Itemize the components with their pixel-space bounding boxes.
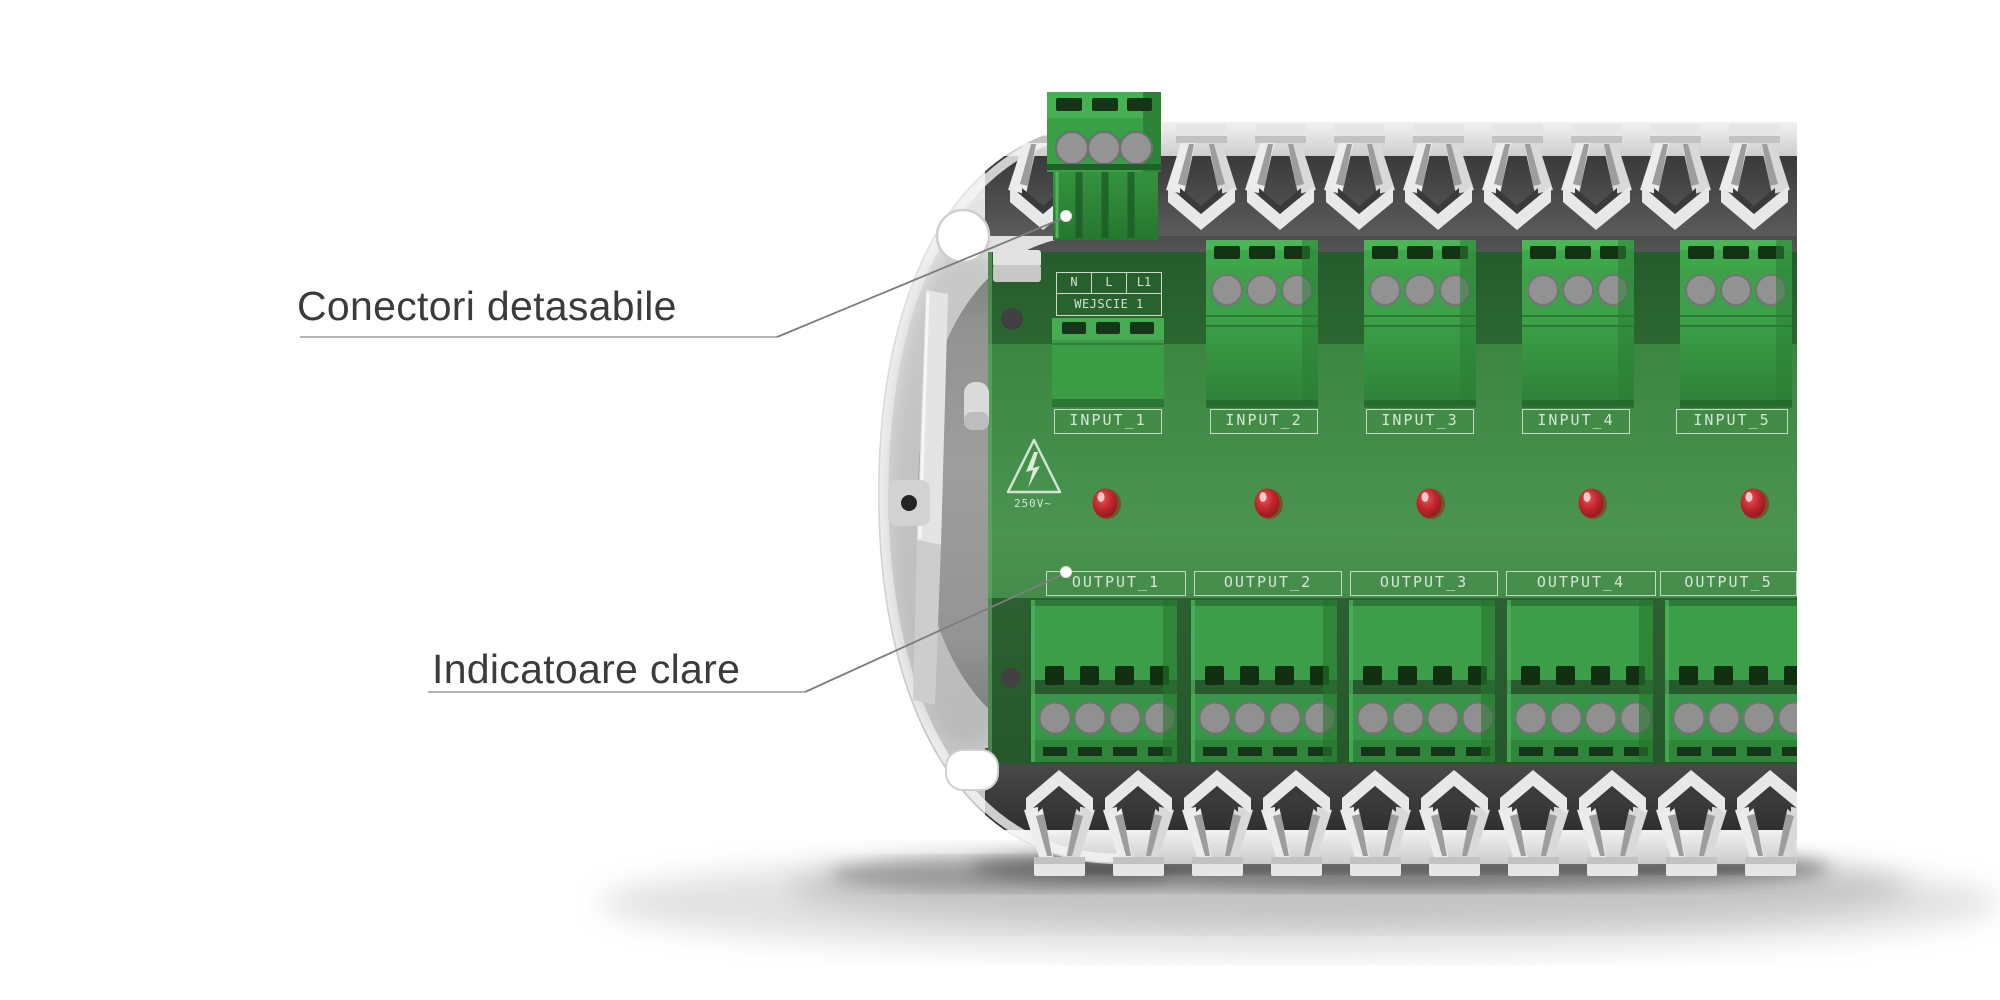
input-label-3: INPUT_3 xyxy=(1366,409,1474,434)
input-label-1: INPUT_1 xyxy=(1054,409,1162,434)
input-terminal-block-2 xyxy=(1206,240,1318,408)
output-terminal-block-5 xyxy=(1665,600,1797,762)
mounting-hole-bottom xyxy=(945,749,999,791)
inner-face xyxy=(918,236,1797,750)
output-label-3: OUTPUT_3 xyxy=(1350,571,1498,596)
output-terminal-blocks xyxy=(1031,600,1797,762)
din-rail-lever xyxy=(888,290,948,705)
status-led-5 xyxy=(1740,488,1769,519)
callout-detachable-connectors: Conectori detasabile xyxy=(297,283,677,329)
detached-connector xyxy=(1047,92,1161,240)
power-terminal-header-row: N L L1 xyxy=(1057,273,1161,294)
pcb-board xyxy=(988,252,1797,764)
top-rim xyxy=(985,122,1797,158)
power-terminal-cell-l1: L1 xyxy=(1136,275,1152,289)
status-leds xyxy=(1092,488,1769,519)
input-label-5: INPUT_5 xyxy=(1676,409,1788,434)
pcb-clip-mid xyxy=(964,382,989,430)
power-terminal-cell-l: L xyxy=(1092,273,1127,293)
pcb-hole-top xyxy=(1001,308,1023,330)
output-terminal-block-3 xyxy=(1349,600,1495,762)
output-label-1: OUTPUT_1 xyxy=(1046,571,1186,596)
input-terminal-block-3 xyxy=(1364,240,1476,408)
status-led-3 xyxy=(1416,488,1445,519)
bottom-rim xyxy=(985,830,1797,864)
power-terminal-cell-n: N xyxy=(1057,273,1092,293)
input-terminal-block-5 xyxy=(1680,240,1792,408)
output-label-4: OUTPUT_4 xyxy=(1506,571,1656,596)
bottom-recess xyxy=(985,748,1797,834)
mounting-hole-top xyxy=(935,208,991,264)
output-terminal-block-4 xyxy=(1507,600,1653,762)
voltage-rating-label: 250V~ xyxy=(1013,497,1053,510)
input-terminal-blocks xyxy=(1206,240,1792,408)
output-terminal-block-1 xyxy=(1031,600,1177,762)
bottom-vent-fins xyxy=(1024,770,1806,876)
input-label-2: INPUT_2 xyxy=(1210,409,1318,434)
floor-shadow xyxy=(600,846,2000,955)
power-terminal-title: WEJSCIE 1 xyxy=(1074,297,1144,311)
power-terminal-table: N L L1 WEJSCIE 1 xyxy=(1056,272,1162,316)
top-recess xyxy=(985,156,1797,236)
top-vent-fins xyxy=(1008,124,1869,230)
status-led-4 xyxy=(1578,488,1607,519)
output-terminal-block-2 xyxy=(1191,600,1337,762)
output-label-5: OUTPUT_5 xyxy=(1660,571,1797,596)
input-label-4: INPUT_4 xyxy=(1522,409,1630,434)
status-led-2 xyxy=(1254,488,1283,519)
output-label-2: OUTPUT_2 xyxy=(1194,571,1342,596)
power-socket-block xyxy=(1052,318,1164,407)
pcb-clip-top xyxy=(993,250,1041,282)
status-led-1 xyxy=(1092,488,1121,519)
enclosure-shell xyxy=(878,122,1869,864)
input-terminal-block-4 xyxy=(1522,240,1634,408)
left-rim-highlight xyxy=(879,123,1119,863)
pcb-hole-bottom xyxy=(1001,668,1021,688)
warning-triangle-icon xyxy=(1006,438,1062,494)
callout-clear-indicators: Indicatoare clare xyxy=(432,646,741,692)
leader-dot-1 xyxy=(1060,210,1072,222)
